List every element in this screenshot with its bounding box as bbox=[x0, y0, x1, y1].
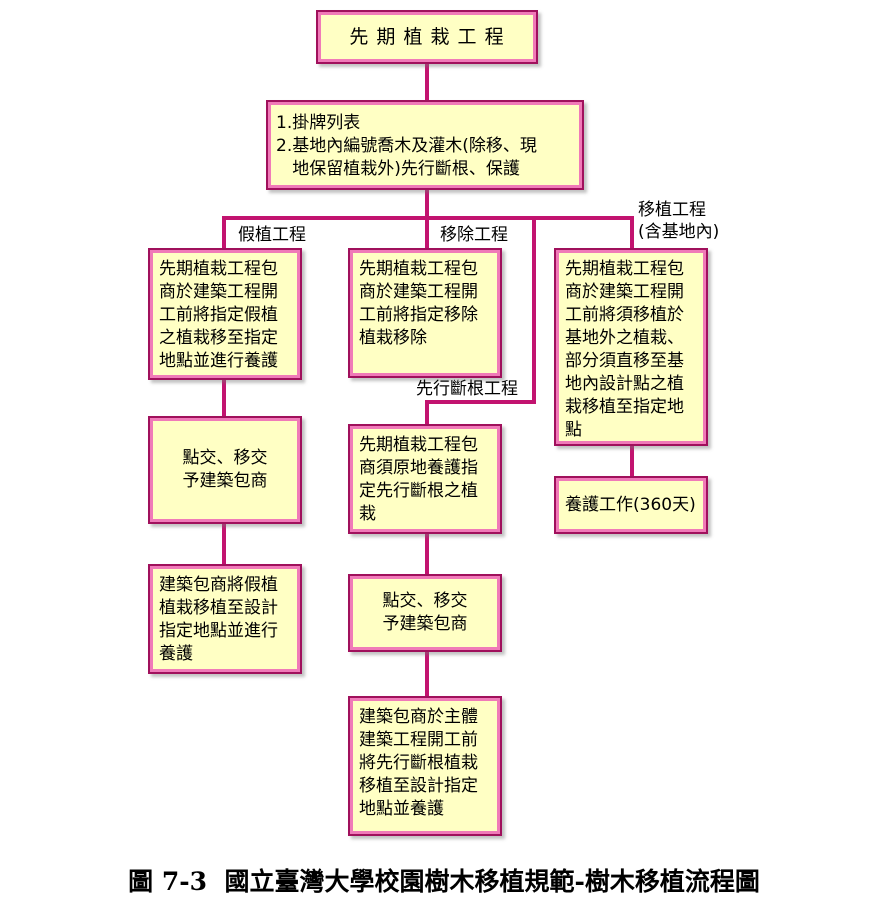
node-trans-2: 養護工作(360天) bbox=[554, 476, 708, 534]
connector-trans-1-2 bbox=[630, 444, 634, 478]
node-temp-2: 點交、移交 予建築包商 bbox=[148, 416, 302, 524]
connector-to-root-1 bbox=[425, 400, 429, 426]
node-temp-1: 先期植栽工程包商於建築工程開工前將指定假植之植栽移至指定地點並進行養護 bbox=[148, 248, 302, 380]
label-transplant: 移植工程 (含基地內) bbox=[638, 200, 720, 242]
node-remove-1: 先期植栽工程包商於建築工程開工前將指定移除植栽移除 bbox=[348, 248, 502, 378]
node-summary: 1.掛牌列表 2.基地內編號喬木及灌木(除移、現 地保留植栽外)先行斷根、保護 bbox=[266, 100, 584, 190]
connector-root-2-3 bbox=[425, 650, 429, 698]
figure-caption: 圖 7-3 國立臺灣大學校園樹木移植規範-樹木移植流程圖 bbox=[128, 867, 760, 896]
connector-to-trans-1 bbox=[630, 216, 634, 250]
connector-top-summary bbox=[425, 62, 429, 102]
connector-root-vertical bbox=[532, 220, 536, 404]
label-remove: 移除工程 bbox=[440, 225, 508, 245]
connector-to-temp-1 bbox=[222, 216, 226, 250]
connector-summary-down bbox=[425, 188, 429, 218]
connector-root-horizontal bbox=[425, 400, 536, 404]
node-temp-3: 建築包商將假植植栽移植至設計指定地點並進行養護 bbox=[148, 564, 302, 674]
node-root-1: 先期植栽工程包商須原地養護指定先行斷根之植栽 bbox=[348, 424, 502, 534]
node-root-2: 點交、移交 予建築包商 bbox=[348, 574, 502, 652]
node-top: 先 期 植 栽 工 程 bbox=[316, 10, 538, 64]
connector-to-remove-1 bbox=[425, 216, 429, 250]
connector-temp-2-3 bbox=[222, 522, 226, 566]
node-root-3: 建築包商於主體建築工程開工前將先行斷根植栽移植至設計指定地點並養護 bbox=[348, 696, 502, 836]
connector-root-1-2 bbox=[425, 532, 429, 576]
connector-temp-1-2 bbox=[222, 378, 226, 418]
label-root: 先行斷根工程 bbox=[416, 379, 518, 399]
node-trans-1: 先期植栽工程包商於建築工程開工前將須移植於基地外之植栽、部分須直移至基地內設計點… bbox=[554, 248, 708, 446]
label-temp: 假植工程 bbox=[238, 225, 306, 245]
